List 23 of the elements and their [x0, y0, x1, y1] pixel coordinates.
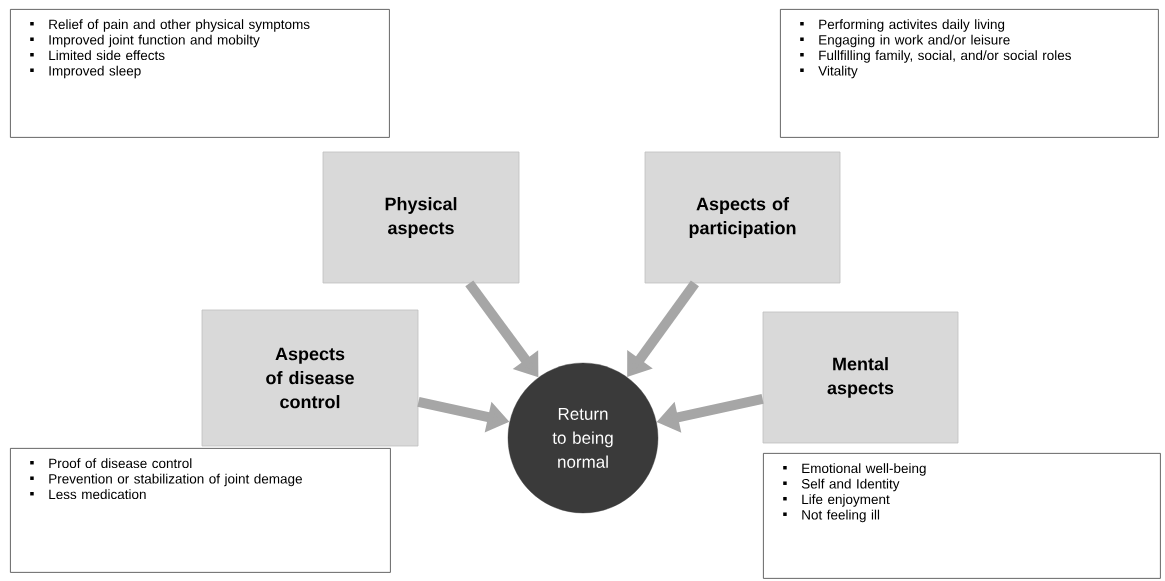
list-item: Emotional well-being	[783, 463, 926, 476]
category-box: Aspects of disease control	[201, 309, 419, 447]
list-item: Relief of pain and other physical symptoms	[30, 19, 310, 32]
list-item: Vitality	[800, 65, 858, 79]
list-item: Improved sleep	[30, 65, 141, 79]
list-item: Limited side effects	[30, 50, 165, 61]
list-item: Prevention or stabilization of joint demage	[30, 473, 302, 487]
list-item: Less medication	[30, 489, 146, 500]
list-box	[10, 9, 390, 138]
list-box	[763, 453, 1161, 579]
list-item: Self and Identity	[783, 478, 900, 492]
category-box: Physical aspects	[322, 151, 520, 284]
list-item: Proof of disease control	[30, 458, 192, 469]
list-item: Life enjoyment	[783, 494, 890, 507]
list-item: Not feeling ill	[783, 509, 880, 523]
list-box	[780, 9, 1159, 138]
list-item: Improved joint function and mobilty	[30, 34, 260, 48]
list-item: Fullfilling family, social, and/or social roles	[800, 50, 1071, 63]
list-item: Performing activites daily living	[800, 19, 1005, 32]
category-box: Aspects of participation	[644, 151, 841, 284]
list-item: Engaging in work and/or leisure	[800, 34, 1010, 48]
category-box: Mental aspects	[762, 311, 959, 444]
list-box	[10, 448, 391, 573]
